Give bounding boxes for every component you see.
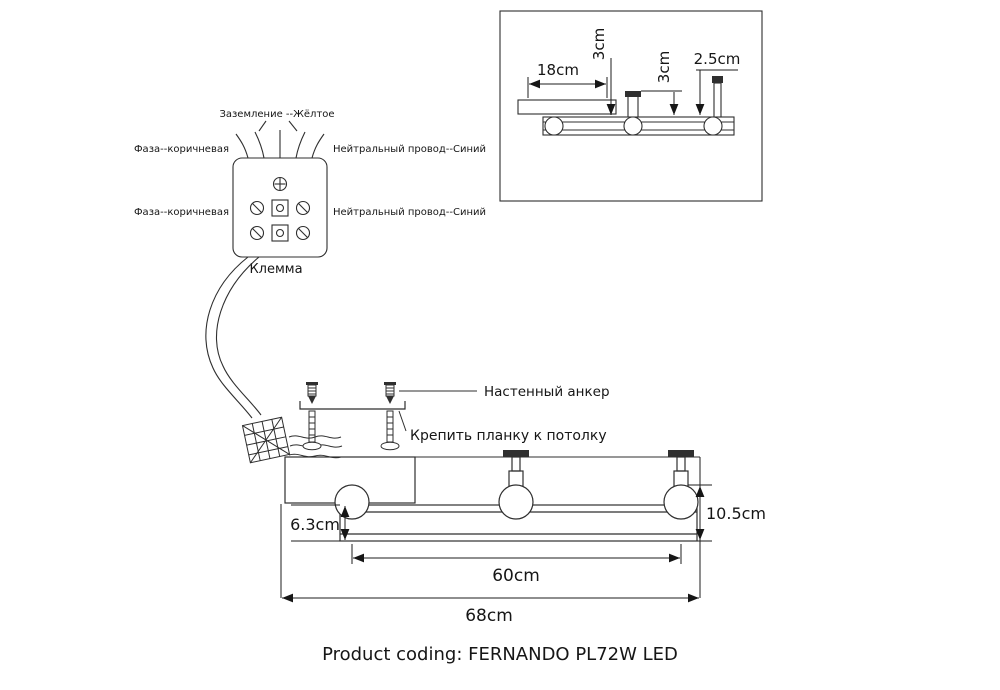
lamp-ball	[498, 484, 534, 520]
terminal-block	[232, 120, 328, 258]
dim-lamp-spacing: 60cm	[492, 566, 540, 586]
lamp-ball	[663, 484, 699, 520]
inset-lamp-socket	[703, 116, 723, 136]
neutral-wire-label-bottom: Нейтральный провод--Синий	[333, 207, 486, 218]
dim-plate-width: 18cm	[537, 61, 579, 79]
inset-lamp-socket	[544, 116, 564, 136]
terminal-wire	[254, 131, 265, 159]
strip-label: Крепить планку к потолку	[410, 428, 607, 444]
wall-anchors	[306, 382, 396, 404]
supply-cable	[205, 256, 262, 419]
dim-stem-height: 2.5cm	[694, 50, 741, 68]
fixture-dimensions	[280, 457, 712, 603]
lamp-ball	[334, 484, 370, 520]
dim-bar-height: 6.3cm	[290, 515, 340, 534]
dim-total-length: 68cm	[465, 606, 513, 626]
inset-right-stem	[713, 82, 722, 118]
terminal-body	[232, 157, 328, 258]
product-code: Product coding: FERNANDO PL72W LED	[322, 644, 678, 665]
phase-wire-label-top: Фаза--коричневая	[134, 144, 229, 155]
inset-mount-plate	[517, 99, 617, 115]
terminal-wire	[235, 133, 249, 159]
ground-wire-label: Заземление --Жёлтое	[219, 109, 334, 120]
inset-mid-stem	[627, 95, 639, 118]
mounting-strip	[299, 401, 406, 410]
mounting-screws	[302, 410, 400, 451]
detail-inset-border	[499, 10, 763, 202]
dim-total-height: 10.5cm	[706, 504, 766, 523]
terminal-wire	[311, 133, 325, 159]
dim-gap-mid: 3cm	[655, 51, 673, 83]
phase-wire-label-bottom: Фаза--коричневая	[134, 207, 229, 218]
canopy-box	[241, 416, 291, 464]
strip-leader-line	[398, 410, 407, 432]
detail-inset	[499, 10, 763, 202]
anchor-label: Настенный анкер	[484, 384, 610, 400]
fixture-front-view	[284, 450, 700, 542]
neutral-wire-label-top: Нейтральный провод--Синий	[333, 144, 486, 155]
terminal-name-label: Клемма	[249, 262, 302, 277]
inset-mid-stem-cap	[625, 91, 641, 97]
inset-lamp-socket	[623, 116, 643, 136]
inset-right-stem-cap	[712, 76, 723, 83]
terminal-wire	[295, 131, 306, 159]
dim-gap-left: 3cm	[590, 28, 608, 60]
detail-inset-dimensions	[527, 58, 738, 115]
